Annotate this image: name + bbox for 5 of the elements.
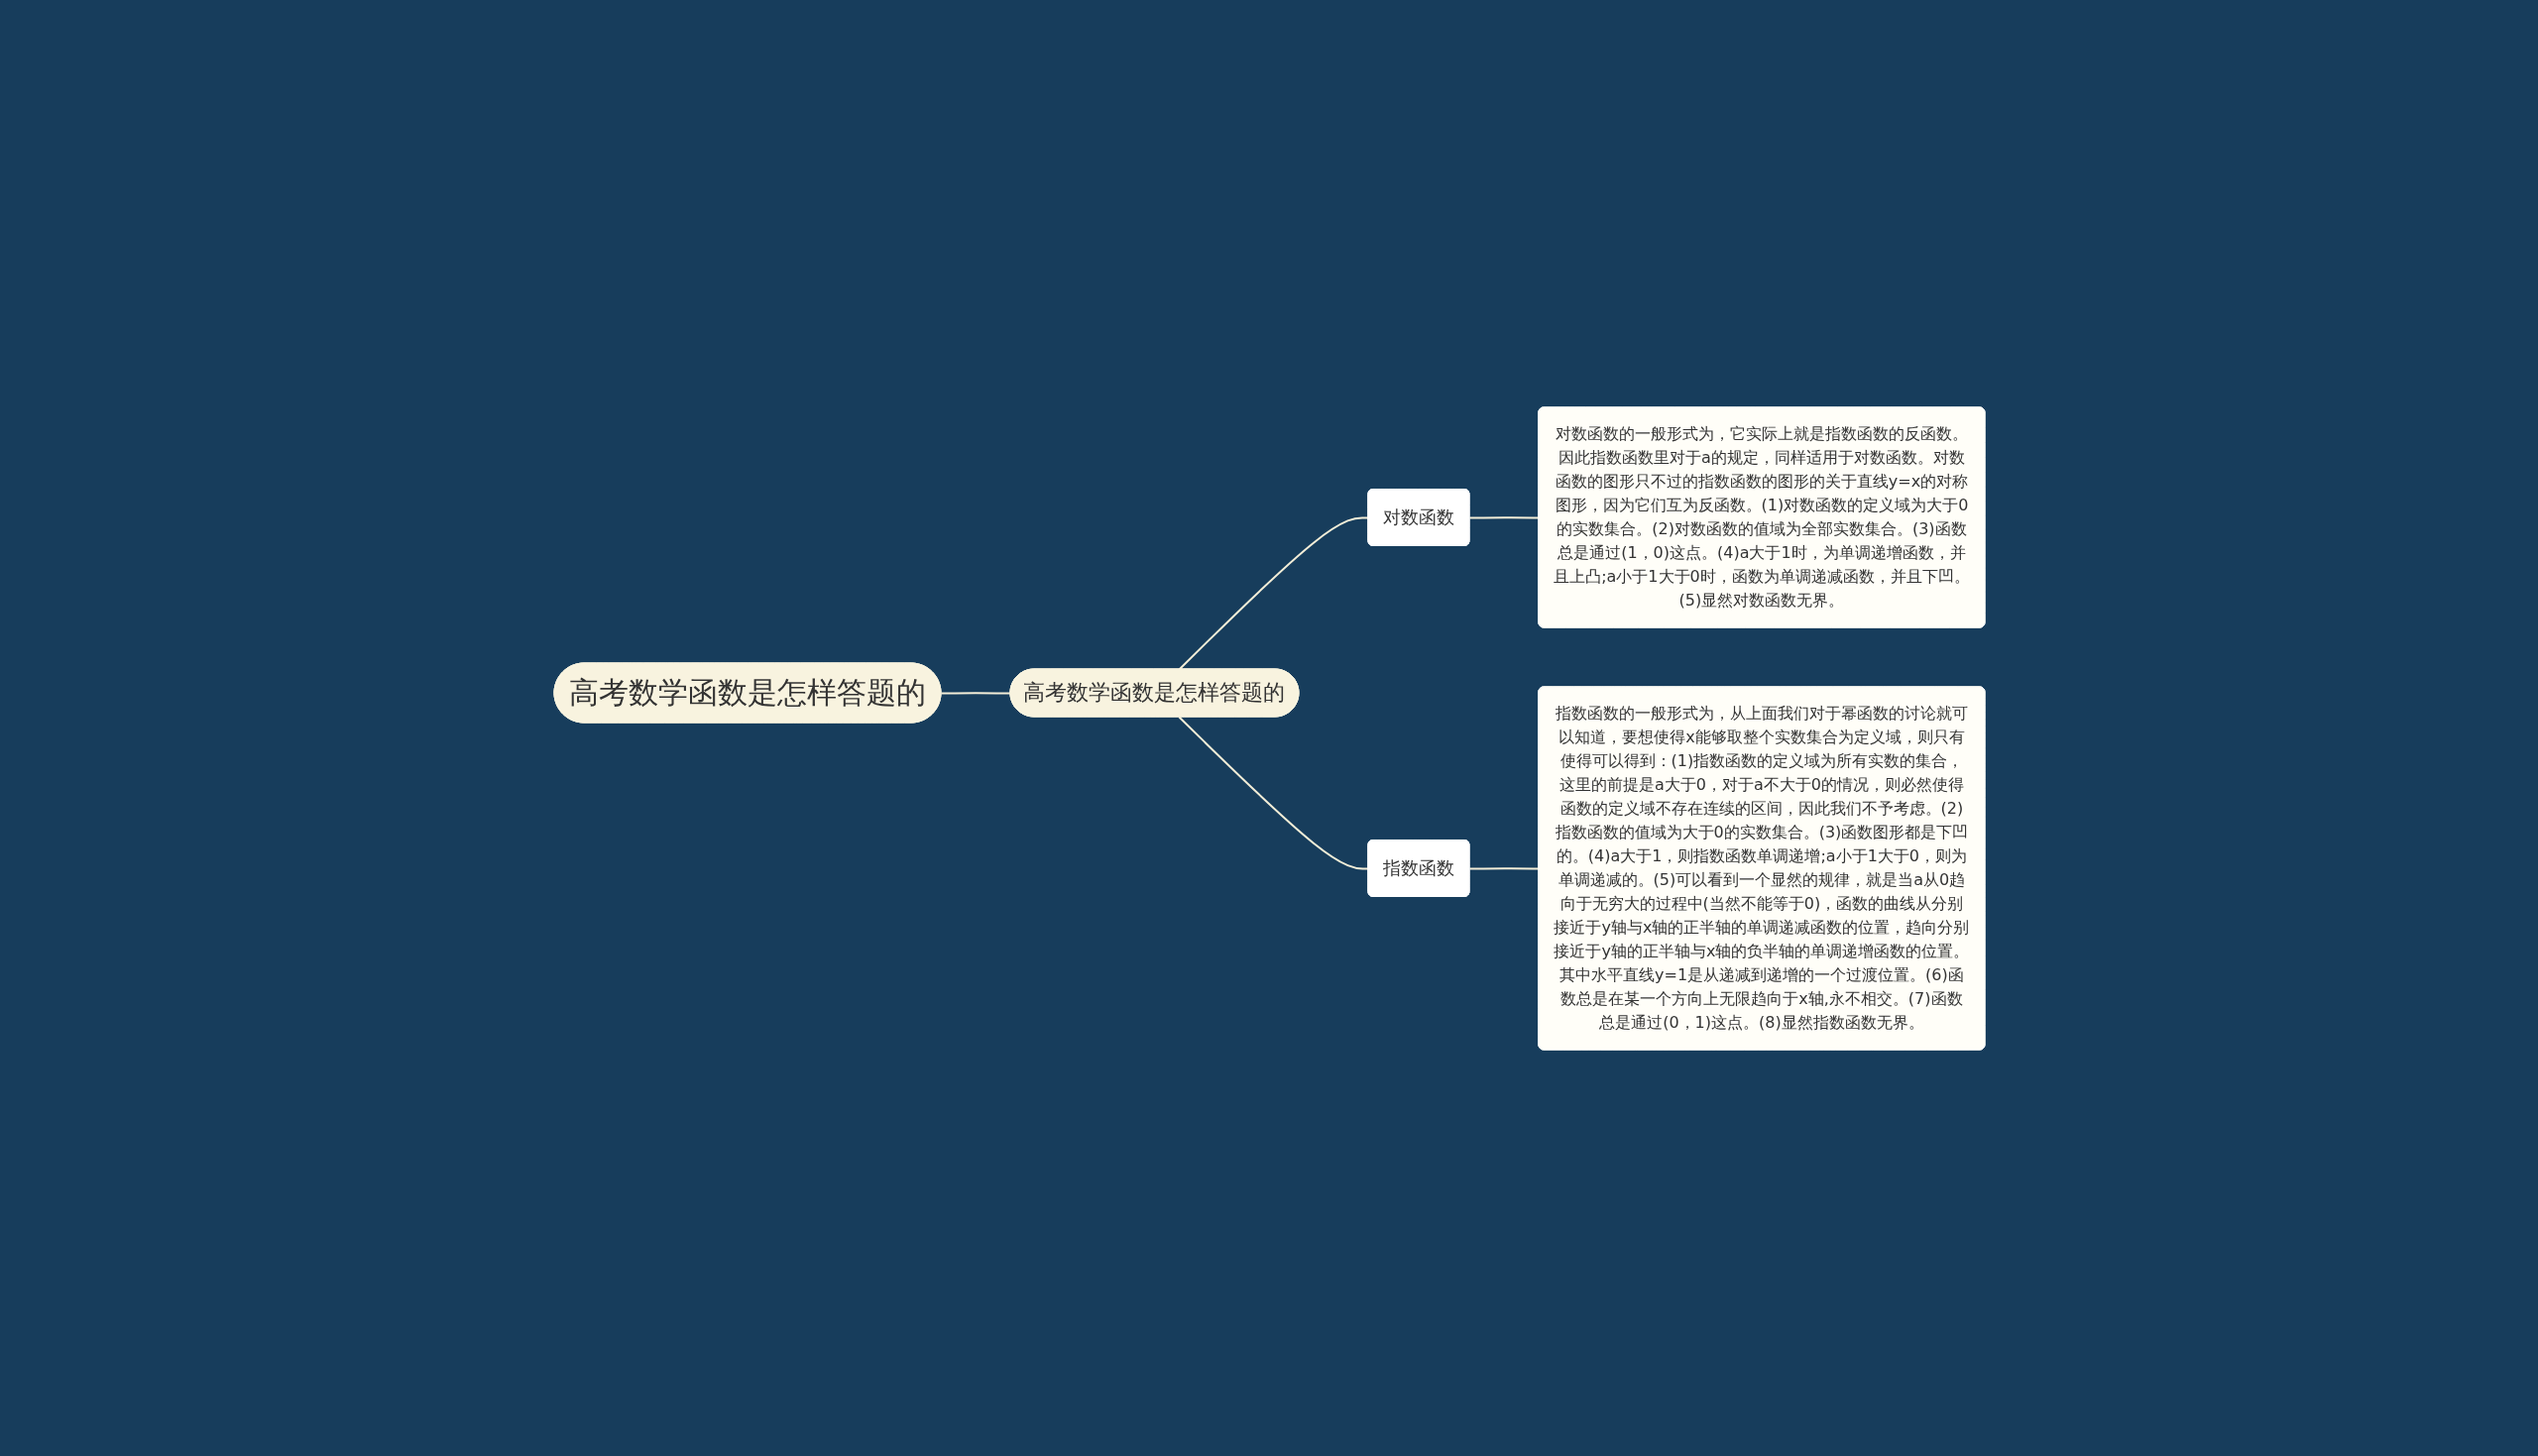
connector — [1177, 716, 1369, 869]
connector — [1177, 515, 1369, 670]
connector — [1467, 866, 1540, 869]
connector — [940, 691, 1011, 694]
connector — [1467, 515, 1540, 518]
